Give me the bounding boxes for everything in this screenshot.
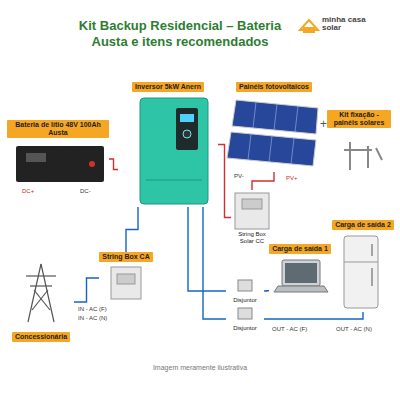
string-box-cc: String Box Solar CC — [231, 190, 273, 245]
wire-label: OUT - AC (N) — [336, 326, 372, 333]
node-label: String Box Solar CC — [232, 231, 272, 245]
battery-screen — [26, 153, 46, 162]
load-2: Carga de saída 2 — [331, 220, 395, 312]
fridge — [344, 236, 378, 308]
inverter-screen — [176, 108, 198, 150]
wire-label: IN - AC (F) — [78, 306, 107, 313]
wire — [264, 290, 269, 292]
node-label: Disjuntor — [233, 297, 257, 304]
node-label: String Box CA — [99, 252, 152, 262]
wire-label: DC- — [80, 188, 91, 195]
fridge-door — [344, 262, 378, 263]
caption: Imagem meramente ilustrativa — [0, 364, 400, 371]
string-box-ca — [111, 267, 141, 299]
wire — [109, 159, 118, 170]
wire-label: OUT - AC (F) — [272, 326, 307, 333]
node-label: Concessionária — [12, 332, 70, 342]
node-label: Disjuntor — [233, 325, 257, 332]
wire — [203, 207, 226, 319]
node-label: Carga de saída 2 — [332, 220, 394, 230]
laptop-base — [274, 286, 328, 292]
wire — [74, 278, 99, 302]
wire-label: PV- — [234, 173, 244, 180]
wire — [218, 145, 231, 218]
fridge-handle — [371, 244, 373, 256]
breaker-symbol — [238, 280, 252, 291]
wire-label: IN - AC (N) — [78, 315, 107, 322]
laptop-screen — [285, 263, 317, 283]
breaker-symbol — [238, 308, 252, 319]
wire — [126, 207, 138, 252]
plus-sign: + — [320, 118, 327, 131]
string-box-breaker — [242, 199, 262, 209]
fridge-handle — [371, 268, 373, 286]
solar-panels — [227, 100, 318, 166]
mounting-kit — [344, 142, 382, 170]
inverter-knob — [183, 130, 191, 138]
inverter-detail — [146, 180, 202, 181]
breaker: Disjuntor — [226, 306, 264, 332]
inverter: Inversor 5kW Anern — [118, 82, 218, 207]
load-1: Carga de saída 1 — [269, 244, 331, 296]
string-box-cc — [235, 193, 269, 229]
mounting-kit: Kit fixação - painéis solares — [327, 110, 391, 174]
utility-grid: Concessionária — [8, 262, 74, 342]
logo-text: minha casa solar — [322, 16, 372, 32]
wire — [264, 312, 363, 319]
title: Kit Backup Residencial – Bateria Austa e… — [70, 18, 290, 49]
solar-panels: Painéis fotovoltaicos — [228, 82, 320, 172]
wire-label: PV+ — [286, 175, 298, 182]
node-label: Painéis fotovoltaicos — [236, 82, 312, 92]
string-box-ca: String Box CA — [99, 252, 153, 304]
battery: Bateria de lítio 48V 100Ah Austa — [7, 120, 109, 185]
node-label: Kit fixação - painéis solares — [327, 110, 391, 128]
node-label: Carga de saída 1 — [269, 244, 331, 254]
breaker: Disjuntor — [226, 278, 264, 304]
logo-icon — [303, 27, 315, 33]
laptop — [282, 260, 320, 286]
inverter-display — [180, 114, 194, 122]
inverter-body — [140, 98, 208, 204]
wire-label: DC+ — [22, 188, 34, 195]
power-tower — [26, 264, 56, 322]
string-box-breaker — [117, 274, 135, 284]
wire — [252, 172, 274, 190]
wire — [188, 207, 226, 291]
node-label: Bateria de lítio 48V 100Ah Austa — [7, 120, 109, 138]
battery-body — [16, 146, 104, 182]
battery-terminal — [89, 161, 95, 167]
node-label: Inversor 5kW Anern — [132, 82, 204, 92]
